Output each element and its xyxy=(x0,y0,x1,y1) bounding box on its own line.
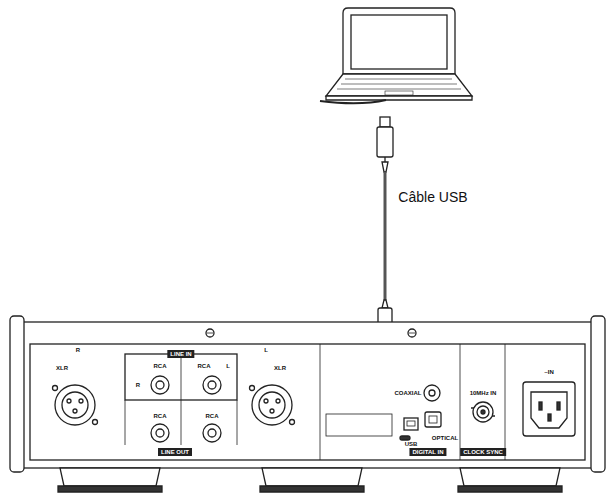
connector-label: RCA xyxy=(154,413,167,419)
channel-mark: R xyxy=(136,382,140,388)
port-label: 10MHz IN xyxy=(470,390,497,396)
cable-label: Câble USB xyxy=(396,189,469,205)
port-label: OPTICAL xyxy=(432,435,458,441)
connector-label: RCA xyxy=(206,413,219,419)
channel-mark: R xyxy=(76,347,80,353)
connector-label: RCA xyxy=(154,363,167,369)
group-label: LINE IN xyxy=(167,350,194,358)
connector-label: XLR xyxy=(56,365,68,371)
group-label: LINE OUT xyxy=(158,448,192,456)
channel-mark: L xyxy=(226,363,230,369)
device-rear-panel xyxy=(10,316,605,492)
group-label: CLOCK SYNC xyxy=(460,448,506,456)
channel-mark: L xyxy=(264,347,268,353)
port-label: USB xyxy=(405,441,418,447)
port-label: COAXIAL xyxy=(395,390,422,396)
connector-label: RCA xyxy=(198,363,211,369)
port-label: ~IN xyxy=(544,369,554,375)
connector-label: XLR xyxy=(274,365,286,371)
laptop xyxy=(318,8,472,110)
group-label: DIGITAL IN xyxy=(409,448,446,456)
